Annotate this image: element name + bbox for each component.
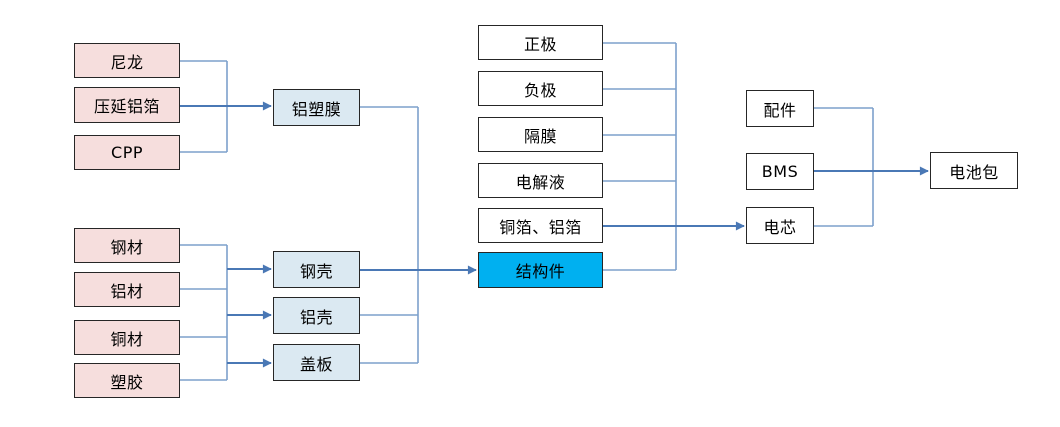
node-plastic: 塑胶 (74, 363, 180, 398)
node-steel: 钢材 (74, 228, 180, 263)
node-anode: 负极 (478, 71, 603, 106)
node-copper-aluminum-foil: 铜箔、铝箔 (478, 208, 603, 243)
node-electrolyte: 电解液 (478, 163, 603, 198)
node-cover-plate: 盖板 (273, 344, 360, 381)
node-steel-shell: 钢壳 (273, 251, 360, 288)
node-aluminum-plastic-film: 铝塑膜 (273, 89, 360, 126)
node-cathode: 正极 (478, 25, 603, 60)
node-copper: 铜材 (74, 320, 180, 355)
node-structural-parts: 结构件 (478, 252, 603, 288)
node-aluminum-shell: 铝壳 (273, 297, 360, 334)
node-nylon: 尼龙 (74, 43, 180, 78)
node-cpp: CPP (74, 135, 180, 170)
node-separator: 隔膜 (478, 117, 603, 152)
node-bms: BMS (746, 153, 814, 190)
node-battery-cell: 电芯 (746, 207, 814, 244)
node-aluminum: 铝材 (74, 272, 180, 307)
node-battery-pack: 电池包 (930, 152, 1018, 189)
node-rolled-aluminum-foil: 压延铝箔 (74, 87, 180, 123)
node-accessories: 配件 (746, 90, 814, 127)
